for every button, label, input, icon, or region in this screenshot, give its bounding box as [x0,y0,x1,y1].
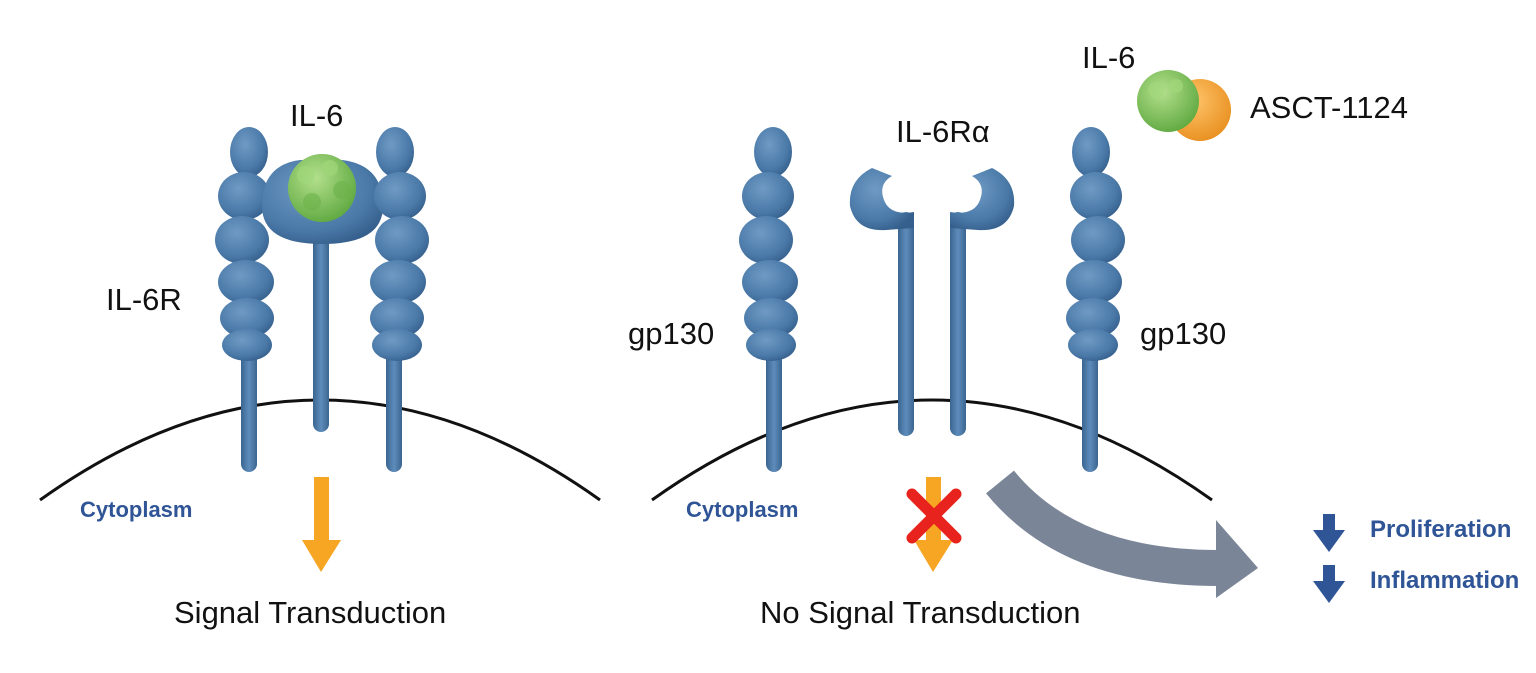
gp130-left-label: gp130 [628,316,715,351]
block-x-icon [906,488,962,544]
left-gp130-right [370,127,429,472]
left-caption: Signal Transduction [174,595,447,630]
left-il6-ligand [288,154,356,222]
gp130-right-label: gp130 [1140,316,1227,351]
il6ra-label: IL-6Rα [896,114,990,149]
left-cytoplasm-label: Cytoplasm [80,497,193,522]
proliferation-down-arrow-icon [1313,514,1345,552]
outcome-curved-arrow [986,470,1258,598]
right-panel [651,70,1345,603]
outcome-proliferation: Proliferation [1370,516,1512,543]
right-membrane [651,398,1213,502]
left-il6-label: IL-6 [290,98,344,133]
right-il6ra-right [950,168,1015,436]
drug-label: ASCT-1124 [1250,90,1408,125]
right-gp130-left [739,127,798,472]
il6-molecule [1137,70,1199,132]
right-gp130-right [1066,127,1125,472]
inflammation-down-arrow-icon [1313,565,1345,603]
left-gp130-left [215,127,274,472]
right-il6ra-left [849,168,914,436]
left-panel [39,127,601,572]
left-il6r-label: IL-6R [106,282,182,317]
outcome-inflammation: Inflammation [1370,569,1520,593]
right-caption: No Signal Transduction [760,595,1081,630]
right-cytoplasm-label: Cytoplasm [686,497,799,522]
il6-drug-complex [1137,70,1231,141]
left-signal-arrow [302,477,341,572]
right-il6-label: IL-6 [1082,40,1136,75]
